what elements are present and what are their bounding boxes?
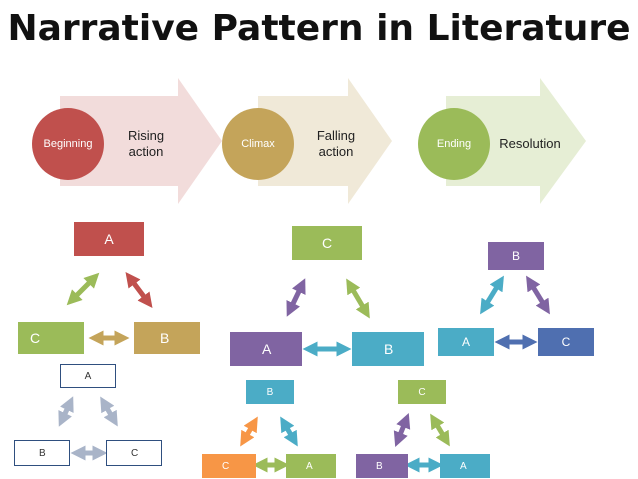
connector-arrow: [480, 275, 504, 315]
connector-arrow: [280, 416, 298, 447]
connector-arrow: [286, 278, 306, 317]
node-top: C: [292, 226, 362, 260]
node-left: C: [18, 322, 84, 354]
node-right: A: [440, 454, 490, 478]
node-top: A: [60, 364, 116, 388]
node-left: B: [14, 440, 70, 466]
stage-circle-climax: Climax: [222, 108, 294, 180]
node-right: C: [106, 440, 162, 466]
stage-label-falling-action: Falling action: [316, 128, 356, 159]
stage-label-resolution: Resolution: [499, 136, 561, 151]
node-left: A: [438, 328, 494, 356]
page-title: Narrative Pattern in Literature: [7, 8, 631, 49]
node-right: B: [352, 332, 424, 366]
connector-arrow: [58, 396, 74, 427]
connector-arrow: [526, 275, 550, 315]
connector-arrow: [100, 396, 118, 427]
node-left: A: [230, 332, 302, 366]
node-right: A: [286, 454, 336, 478]
stage-arrow-1: [60, 78, 222, 204]
connector-arrow: [346, 278, 370, 319]
connector-arrow: [125, 272, 153, 308]
node-top: A: [74, 222, 144, 256]
node-top: B: [246, 380, 294, 404]
stage-label-rising-action: Rising action: [127, 128, 165, 159]
stage-circle-ending: Ending: [418, 108, 490, 180]
stage-arrow-2: [258, 78, 392, 204]
node-left: B: [356, 454, 408, 478]
connector-arrow: [66, 272, 100, 306]
connector-arrow: [393, 413, 411, 447]
node-right: C: [538, 328, 594, 356]
stage-arrow-3: [446, 78, 586, 204]
node-left: C: [202, 454, 256, 478]
connector-arrow: [240, 416, 258, 447]
connector-arrow: [430, 413, 450, 447]
stage-circle-beginning: Beginning: [32, 108, 104, 180]
node-right: B: [134, 322, 200, 354]
node-top: C: [398, 380, 446, 404]
node-top: B: [488, 242, 544, 270]
